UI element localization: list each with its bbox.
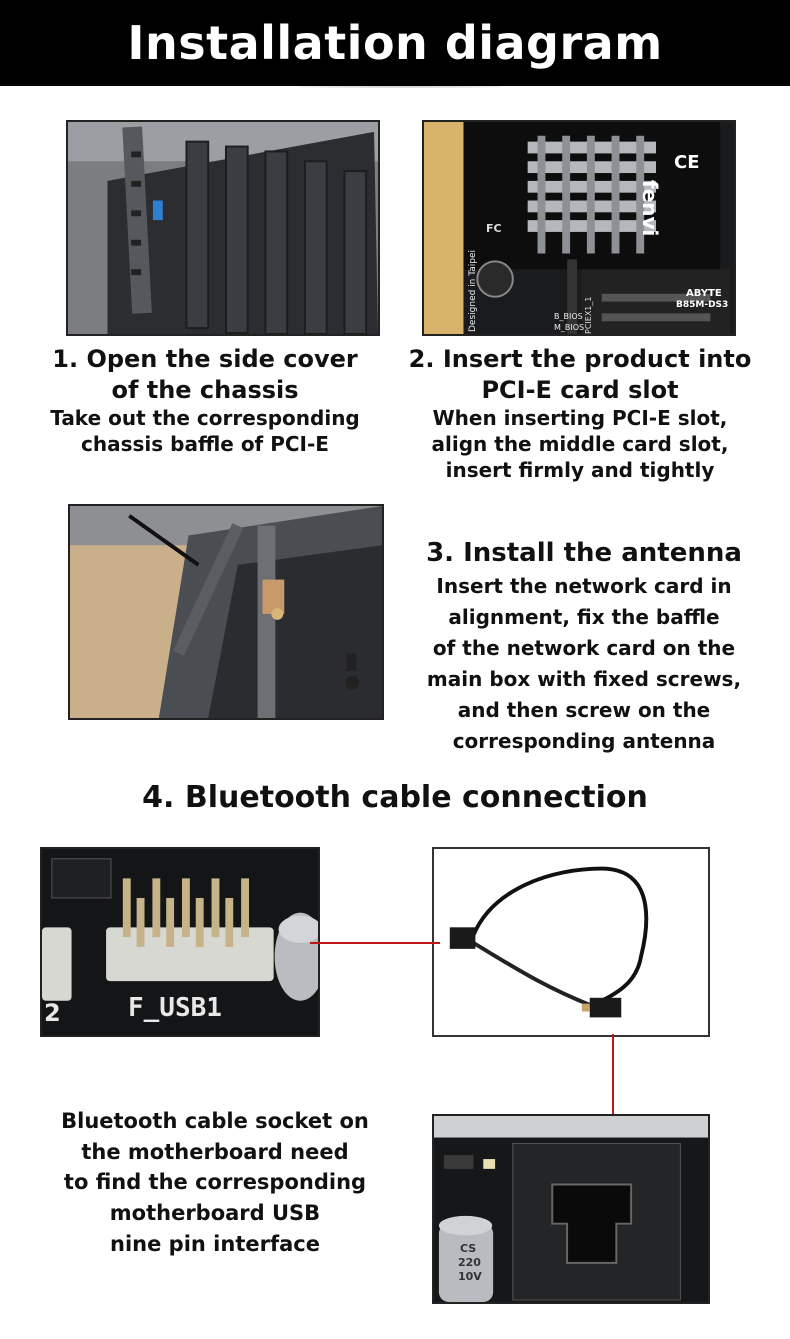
usb-header-label: F_USB1 bbox=[128, 993, 222, 1023]
board-brand-label: ABYTE bbox=[686, 288, 722, 299]
bluetooth-note-line5: nine pin interface bbox=[110, 1231, 320, 1256]
designed-in-label: Designed in Taipei bbox=[468, 249, 478, 332]
step1-body-line1: Take out the corresponding bbox=[50, 406, 360, 431]
step3-body-line6: corresponding antenna bbox=[452, 728, 716, 753]
card-connector-photo: CS 220 10V bbox=[432, 1114, 710, 1304]
usb-header-photo: F_USB1 2 bbox=[40, 847, 320, 1037]
bluetooth-note: Bluetooth cable socket on the motherboar… bbox=[40, 1106, 390, 1259]
step2-body-line2: align the middle card slot, bbox=[431, 431, 729, 456]
slot-label: PCIEX1_1 bbox=[584, 296, 593, 334]
fc-mark: FC bbox=[486, 222, 502, 235]
page-title: Installation diagram bbox=[127, 16, 663, 70]
brand-mark: fenvi bbox=[638, 180, 662, 237]
step3-caption: 3. Install the antenna Insert the networ… bbox=[405, 537, 763, 757]
step3-body-line1: Insert the network card in bbox=[436, 573, 732, 598]
step2-body-line3: insert firmly and tightly bbox=[445, 457, 715, 482]
step2-heading-line1: 2. Insert the product into bbox=[408, 345, 752, 373]
step1-caption: 1. Open the side cover of the chassis Ta… bbox=[30, 344, 380, 458]
bluetooth-note-line4: motherboard USB bbox=[109, 1200, 321, 1225]
ce-mark: CE bbox=[674, 152, 700, 173]
step2-body-line1: When inserting PCI-E slot, bbox=[432, 406, 728, 431]
step1-heading-line2: of the chassis bbox=[111, 376, 299, 405]
step3-body-line3: of the network card on the bbox=[432, 635, 736, 660]
capacitor-text-2: 220 bbox=[458, 1256, 481, 1269]
step3-body-line5: and then screw on the bbox=[457, 697, 711, 722]
step3-heading: 3. Install the antenna bbox=[426, 538, 742, 568]
step3-body-line4: main box with fixed screws, bbox=[426, 666, 742, 691]
bluetooth-section-title: 4. Bluetooth cable connection bbox=[142, 780, 648, 815]
bios-b-label: B_BIOS bbox=[554, 312, 583, 321]
step2-caption: 2. Insert the product into PCI-E card sl… bbox=[405, 344, 755, 483]
step1-photo bbox=[66, 120, 380, 336]
step1-heading-line1: 1. Open the side cover bbox=[52, 345, 358, 373]
step3-body-line2: alignment, fix the baffle bbox=[448, 604, 720, 629]
banner-shadow bbox=[300, 78, 500, 88]
connector-line-vertical bbox=[612, 1034, 614, 1126]
bluetooth-note-line3: to find the corresponding bbox=[63, 1170, 367, 1195]
capacitor-text-3: 10V bbox=[458, 1270, 482, 1283]
board-model-label: B85M-DS3 bbox=[676, 300, 729, 310]
step2-photo: CE fenvi FC Designed in Taipei B_BIOS M_… bbox=[422, 120, 736, 336]
bluetooth-note-line2: the motherboard need bbox=[81, 1139, 349, 1164]
bios-m-label: M_BIOS bbox=[554, 323, 585, 332]
bluetooth-cable-photo bbox=[432, 847, 710, 1037]
step2-heading-line2: PCI-E card slot bbox=[481, 376, 679, 405]
bluetooth-note-line1: Bluetooth cable socket on bbox=[61, 1109, 369, 1133]
header-banner: Installation diagram bbox=[0, 0, 790, 86]
step3-photo bbox=[68, 504, 384, 720]
capacitor-text-1: CS bbox=[460, 1242, 477, 1255]
step1-body-line2: chassis baffle of PCI-E bbox=[81, 431, 329, 456]
header-side-label: 2 bbox=[44, 999, 61, 1027]
connector-line-horizontal bbox=[310, 942, 440, 944]
